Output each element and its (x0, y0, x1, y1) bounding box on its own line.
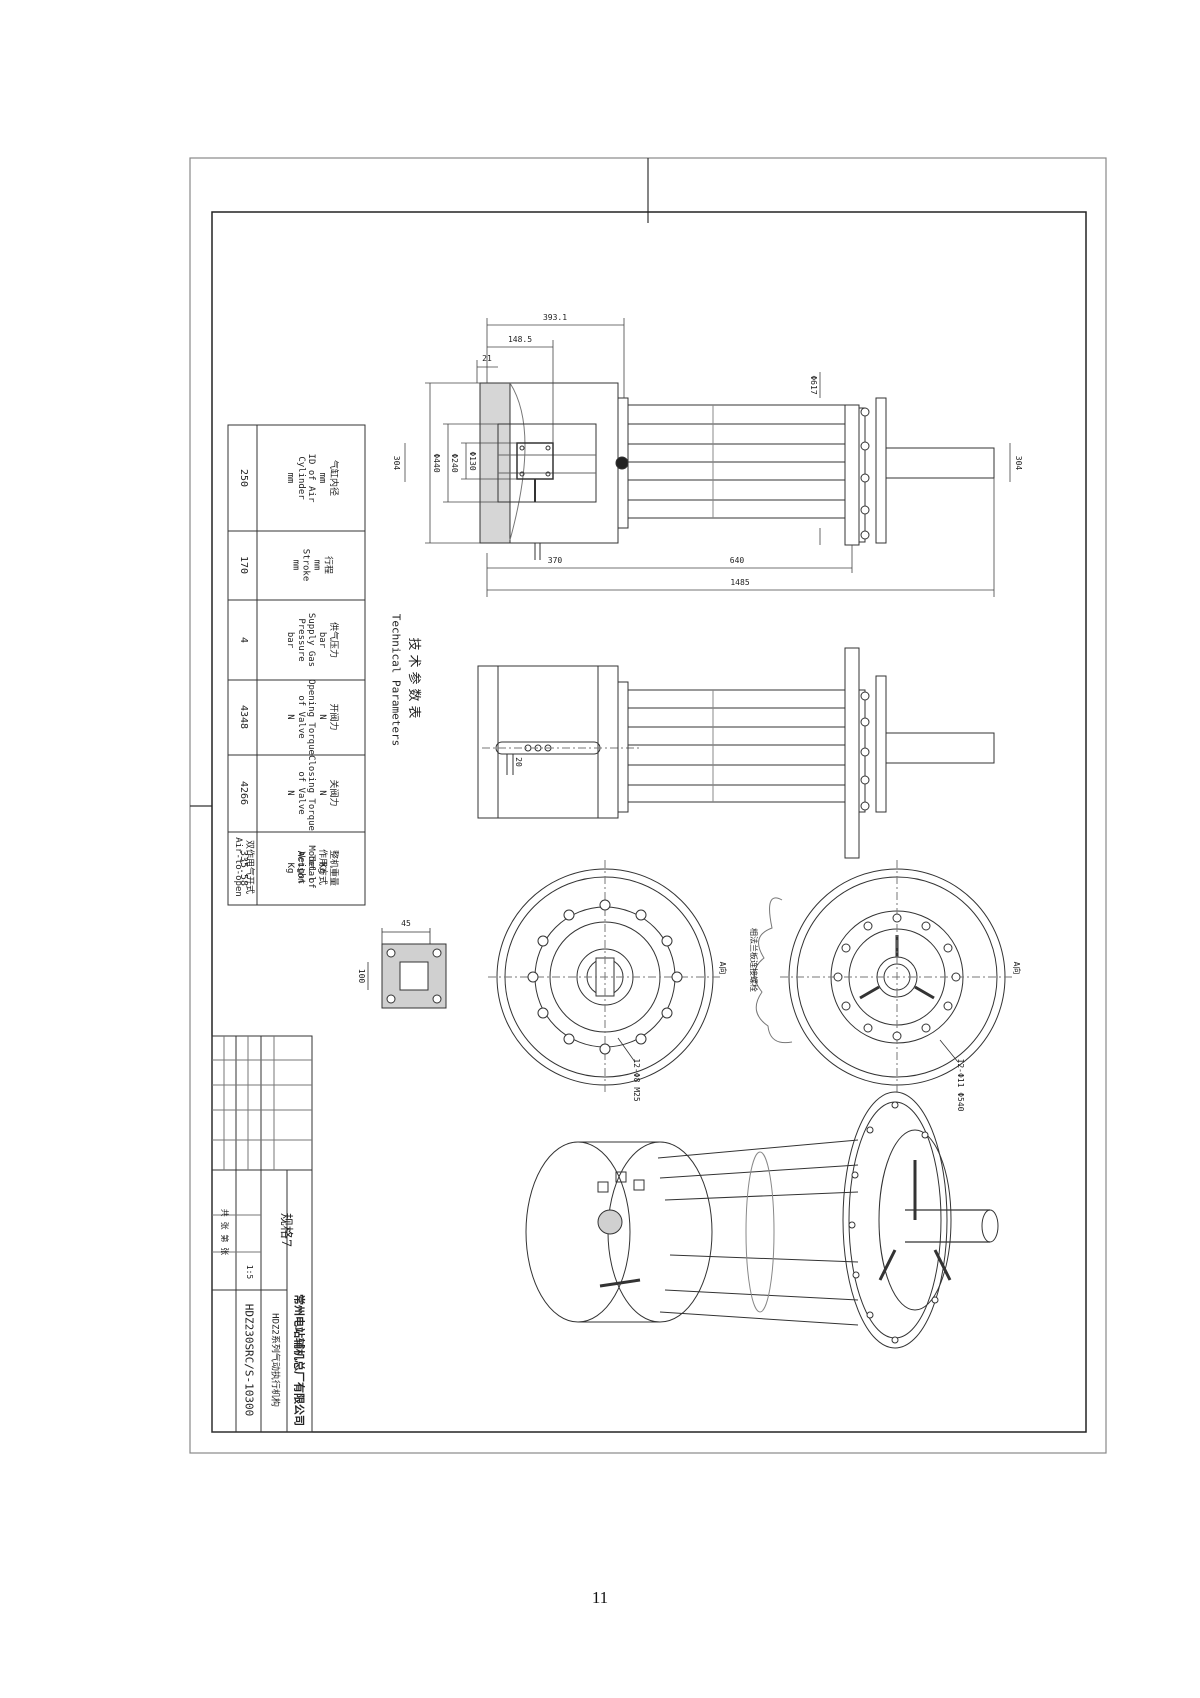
param-value-closing: 4266 (238, 780, 249, 806)
product-name: HDZ2系列气动执行机构 (269, 1313, 280, 1407)
dim-20: 20 (513, 757, 523, 767)
inner-frame (211, 211, 1087, 1433)
dim-148: 148.5 (507, 335, 533, 345)
end-view-left (488, 860, 722, 1095)
spec-label: 规格7 (277, 1212, 293, 1248)
param-label-opening: 开阀力 N Opening Torque of Valve N (284, 679, 338, 755)
param-value-pressure: 4 (238, 636, 249, 644)
dim-1485: 1485 (730, 578, 750, 588)
dim-45: 45 (401, 919, 411, 929)
view-a-right: A向 (1011, 961, 1021, 975)
title-block (211, 1035, 313, 1433)
perspective-view (525, 1091, 999, 1349)
param-value-action: 双作用气开式 Air-to-open (233, 837, 254, 897)
front-view-actuator (477, 647, 995, 859)
param-value-cylinder: 250 (238, 468, 249, 488)
view-a-left: A向 (717, 961, 727, 975)
dim-393: 393.1 (542, 313, 568, 323)
company-name: 常州电站辅机总厂有限公司 (292, 1294, 306, 1426)
dim-100: 100 (356, 968, 366, 984)
param-label-cylinder: 气缸内径 mm ID of Air Cylinder mm (284, 453, 338, 503)
drawing-number: HDZ230SRC/S-10300 (242, 1303, 256, 1417)
dim-phi617: Φ617 (808, 375, 818, 395)
dim-304-right: 304 (1013, 455, 1023, 471)
end-view-right (754, 860, 1015, 1095)
cloud-note: 相法兰板连接螺栓 (748, 928, 758, 992)
param-value-stroke: 170 (238, 555, 249, 575)
bolts-a: 12-Φ8 M25 (631, 1058, 641, 1102)
param-value-opening: 4348 (238, 704, 249, 730)
dim-640: 640 (729, 556, 745, 566)
dim-phi440: Φ440 (431, 453, 441, 473)
detail-part (367, 928, 447, 1009)
tech-params-table (227, 424, 366, 906)
scale-label: 1:5 (244, 1264, 254, 1280)
param-label-stroke: 行程 mm Stroke mm (290, 548, 333, 582)
page-number: 11 (591, 1588, 609, 1607)
top-view-dimensions (404, 318, 1011, 597)
dim-304-left: 304 (391, 455, 401, 471)
dim-21: 21 (482, 354, 492, 364)
param-label-closing: 关阀力 N Closing Torque of Valve N (284, 755, 338, 831)
tech-title-en: Technical Parameters (389, 613, 403, 747)
dim-370: 370 (547, 556, 563, 566)
param-label-action-visible: 作用方式 Model of Action (295, 845, 328, 889)
param-label-pressure: 供气压力 bar Supply Gas Pressure bar (284, 612, 338, 668)
bolts-b: 12-Φ11 Φ540 (955, 1058, 965, 1112)
dim-phi130: Φ130 (467, 451, 477, 471)
tech-title-cn: 技术参数表 (405, 637, 421, 723)
sheet-label: 共 张 第 张 (219, 1208, 229, 1256)
top-view-actuator (479, 382, 995, 560)
dim-phi240: Φ240 (449, 453, 459, 473)
